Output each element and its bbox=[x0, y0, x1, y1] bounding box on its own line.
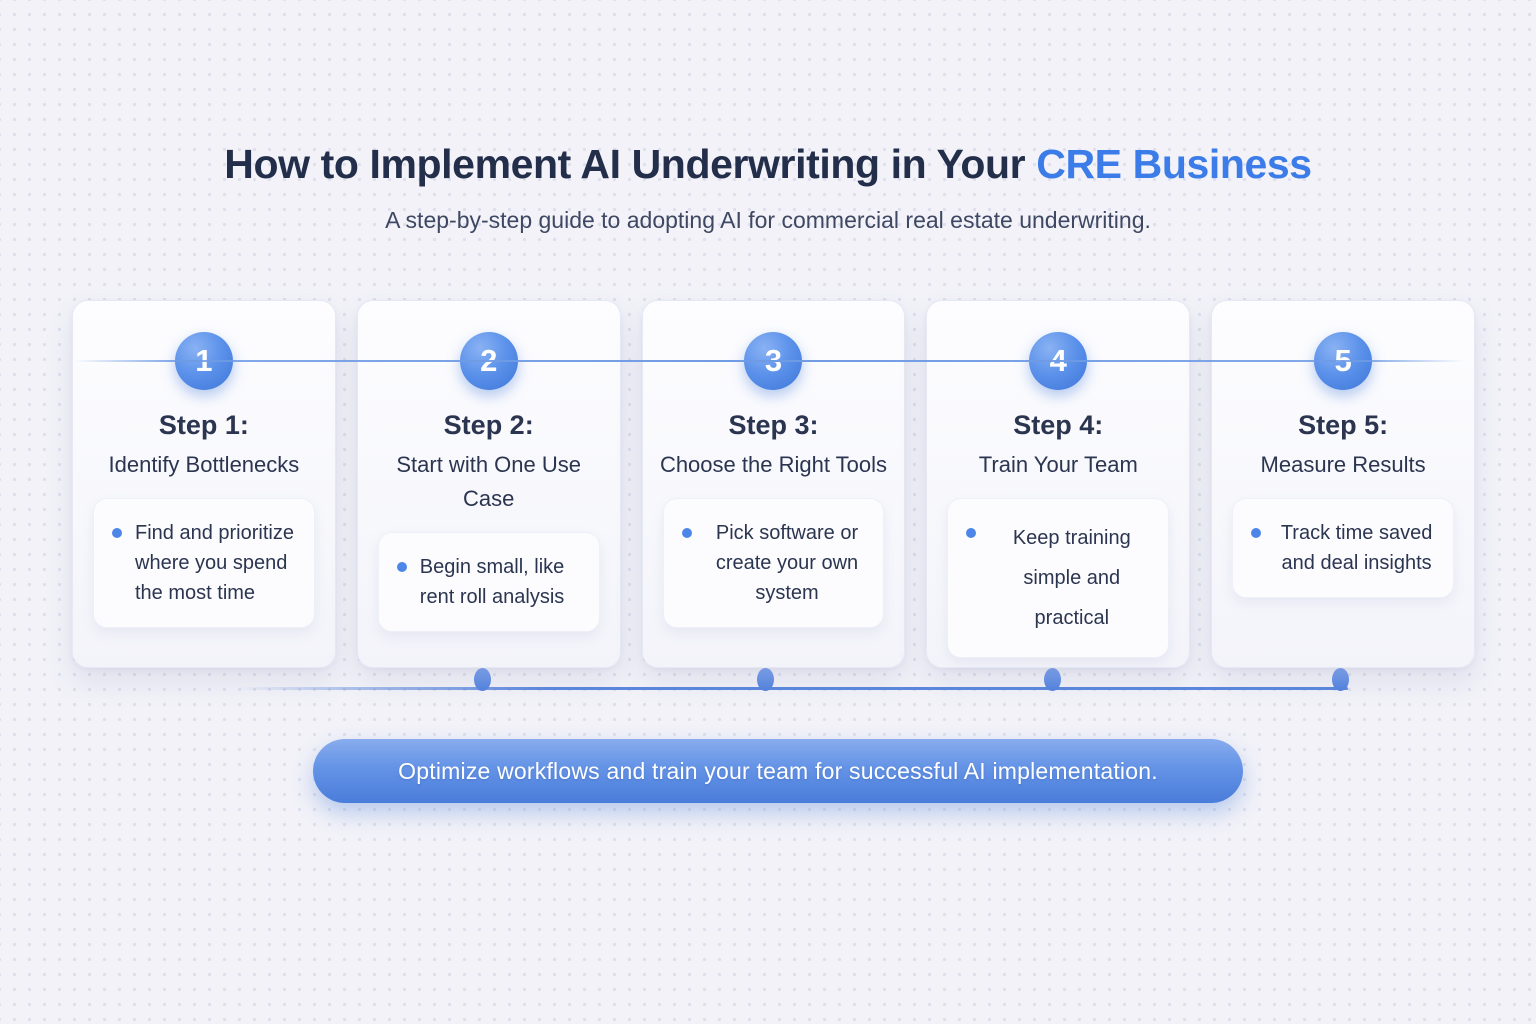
bullet-dot-icon bbox=[966, 528, 977, 538]
step-label: Step 5: bbox=[1298, 410, 1389, 440]
page-subtitle: A step-by-step guide to adopting AI for … bbox=[385, 207, 1151, 233]
step-title: Train Your Team bbox=[978, 452, 1138, 477]
connector-dot-icon bbox=[757, 668, 774, 691]
connector-dot-icon bbox=[1332, 668, 1349, 691]
page-title-main: How to Implement AI Underwriting in Your bbox=[224, 141, 1026, 187]
step-title: Identify Bottlenecks bbox=[108, 452, 300, 477]
step-label: Step 1: bbox=[158, 410, 249, 440]
summary-banner-text: Optimize workflows and train your team f… bbox=[398, 757, 1158, 784]
step-detail-text: Pick software or create your own system bbox=[715, 522, 859, 604]
step-card-3: 3 Step 3: Choose the Right Tools Pick so… bbox=[641, 300, 906, 668]
step-label: Step 2: bbox=[443, 410, 534, 440]
step-detail-text: Begin small, like rent roll analysis bbox=[419, 556, 565, 608]
step-detail-box: Keep training simple and practical bbox=[947, 498, 1170, 658]
steps-row: 1 Step 1: Identify Bottlenecks Find and … bbox=[72, 300, 1475, 668]
step-title: Start with One Use Case bbox=[396, 452, 581, 511]
step-card-5: 5 Step 5: Measure Results Track time sav… bbox=[1211, 300, 1475, 668]
step-card-1: 1 Step 1: Identify Bottlenecks Find and … bbox=[72, 300, 336, 668]
page-title-accent: CRE Business bbox=[1036, 141, 1312, 187]
step-label: Step 3: bbox=[728, 410, 819, 440]
bullet-dot-icon bbox=[396, 562, 407, 572]
summary-banner: Optimize workflows and train your team f… bbox=[313, 739, 1243, 803]
step-detail-text: Find and prioritize where you spend the … bbox=[135, 522, 294, 604]
bullet-dot-icon bbox=[681, 528, 692, 538]
step-label: Step 4: bbox=[1013, 410, 1104, 440]
connector-dot-icon bbox=[474, 668, 491, 691]
connector-dot-icon bbox=[1044, 668, 1061, 691]
step-detail-box: Track time saved and deal insights bbox=[1232, 498, 1454, 598]
step-card-2: 2 Step 2: Start with One Use Case Begin … bbox=[356, 300, 621, 668]
step-detail-text: Track time saved and deal insights bbox=[1280, 522, 1433, 574]
step-detail-box: Begin small, like rent roll analysis bbox=[377, 532, 600, 632]
page-title: How to Implement AI Underwriting in Your… bbox=[0, 141, 1536, 188]
step-title: Measure Results bbox=[1260, 452, 1426, 477]
flow-connector-line bbox=[238, 687, 1348, 690]
step-card-4: 4 Step 4: Train Your Team Keep training … bbox=[926, 300, 1191, 668]
step-title: Choose the Right Tools bbox=[659, 452, 888, 477]
step-detail-text: Keep training simple and practical bbox=[1012, 527, 1131, 629]
bullet-dot-icon bbox=[112, 528, 122, 538]
step-detail-box: Pick software or create your own system bbox=[662, 498, 885, 628]
step-connector-line bbox=[74, 360, 1464, 362]
step-detail-box: Find and prioritize where you spend the … bbox=[93, 498, 315, 628]
bullet-dot-icon bbox=[1251, 528, 1262, 538]
